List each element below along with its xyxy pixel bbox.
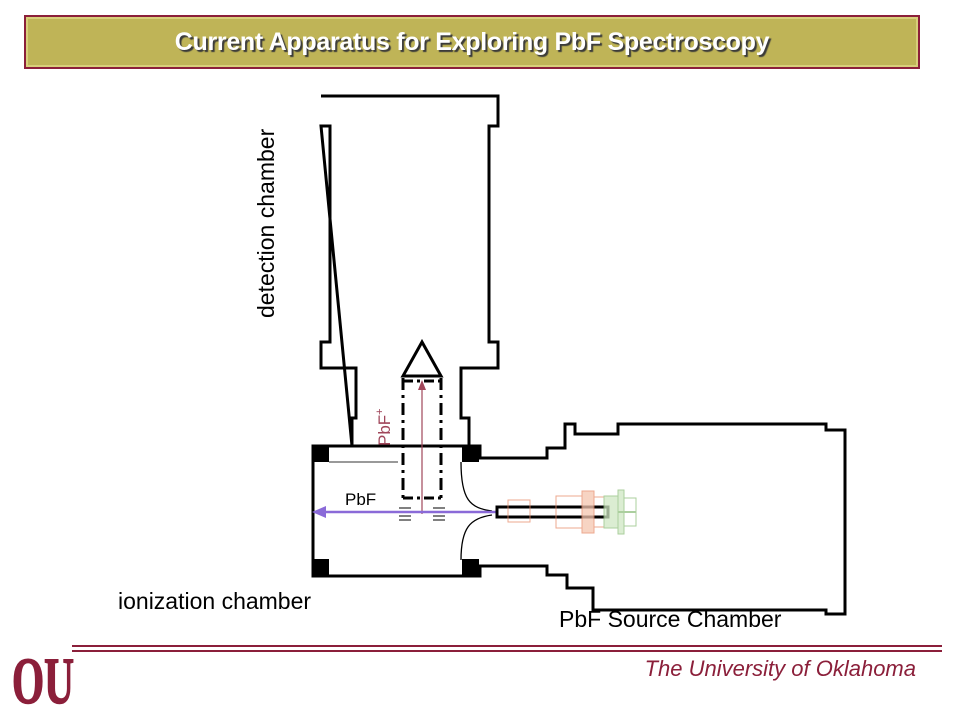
- footer-rule: [72, 645, 942, 647]
- footer-rule: [72, 650, 942, 652]
- ion-arrowhead: [418, 380, 426, 390]
- detector-triangle: [400, 338, 444, 378]
- corner-block: [462, 445, 479, 462]
- university-footer: The University of Oklahoma: [644, 656, 916, 681]
- corner-block: [312, 445, 329, 462]
- ionization-chamber-label: ionization chamber: [118, 588, 311, 614]
- ion-label-sup: +: [374, 408, 386, 414]
- skimmer: [460, 514, 493, 561]
- ion-label-base: PbF: [375, 415, 394, 446]
- skimmer: [460, 461, 493, 512]
- ou-logo-icon: OU: [11, 644, 75, 717]
- corner-block: [312, 559, 329, 576]
- ou-logo-letters: OU: [12, 645, 74, 717]
- source-flange-assembly: [507, 489, 637, 535]
- title-bar: Current Apparatus for Exploring PbF Spec…: [24, 15, 920, 69]
- detection-chamber-label: detection chamber: [253, 128, 279, 318]
- source-chamber-label: PbF Source Chamber: [559, 606, 782, 632]
- svg-text:PbF+: PbF+: [374, 408, 394, 446]
- corner-block: [462, 559, 479, 576]
- ionization-chamber-outline: [311, 422, 847, 616]
- ion-label: PbF+: [374, 408, 394, 446]
- slide-title: Current Apparatus for Exploring PbF Spec…: [174, 27, 770, 56]
- detection-chamber-outline: [319, 94, 500, 447]
- beam-label: PbF: [345, 490, 376, 509]
- beam-arrowhead: [312, 506, 326, 518]
